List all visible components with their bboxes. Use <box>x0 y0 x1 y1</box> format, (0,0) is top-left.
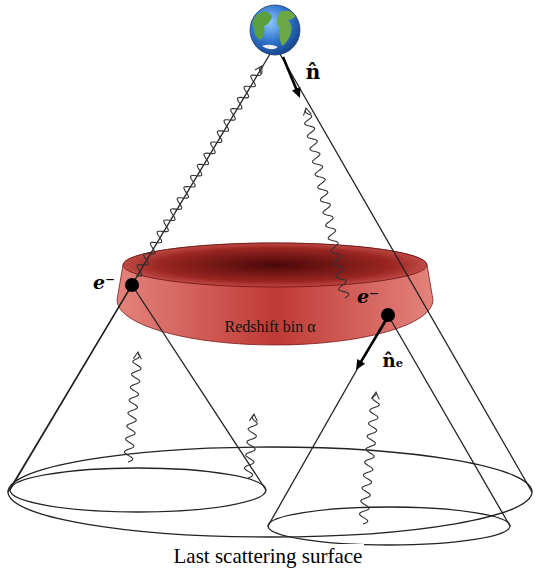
earth-icon <box>250 5 300 55</box>
photon-wave <box>303 108 348 298</box>
cone-edge <box>132 285 266 490</box>
earth-globe <box>250 5 300 55</box>
band-label: Redshift bin α <box>224 318 315 336</box>
electron-label: e⁻ <box>357 285 379 307</box>
cone-edge <box>8 54 270 492</box>
wave-path <box>360 393 380 524</box>
earth-land <box>262 45 278 50</box>
electron-dot <box>125 278 139 292</box>
wave-arrowhead <box>255 66 262 74</box>
direction-arrow <box>356 320 386 370</box>
wave-arrowhead <box>133 352 141 359</box>
cone-lines <box>8 54 532 545</box>
direction-arrow <box>283 57 300 98</box>
small-ellipse <box>268 507 510 545</box>
electron-dot <box>381 308 395 322</box>
wave-arrowhead <box>371 392 379 399</box>
photon-wave <box>136 66 262 276</box>
earth-outline <box>250 5 300 55</box>
direction-symbol: n̂ₑ <box>382 350 403 371</box>
wave-path <box>124 352 141 462</box>
direction-symbol: n̂ <box>306 60 321 84</box>
arrow-shaft <box>360 320 386 363</box>
wave-arrowhead <box>249 414 257 421</box>
arrow-head <box>356 359 365 370</box>
photon-wave <box>124 352 141 462</box>
wave-arrowhead <box>303 108 311 116</box>
band-opening <box>123 243 427 287</box>
redshift-band: Redshift bin α <box>110 238 440 350</box>
arrow-shaft <box>283 57 297 91</box>
band-body <box>117 243 433 345</box>
cone-edge <box>268 315 388 526</box>
photon-wave <box>360 392 380 524</box>
cone-edge <box>10 285 132 490</box>
wave-path <box>244 414 257 478</box>
wave-path <box>136 67 261 277</box>
earth-land <box>277 11 296 46</box>
arrow-head <box>292 87 300 98</box>
cone-edge <box>388 315 510 526</box>
surface-caption: Last scattering surface <box>172 544 365 569</box>
electron-label: e⁻ <box>93 271 115 293</box>
earth-land <box>253 11 272 40</box>
wave-path <box>305 109 349 298</box>
photon-waves <box>124 66 379 524</box>
photon-wave <box>244 414 257 478</box>
small-ellipse <box>10 468 266 512</box>
cone-edge <box>280 54 532 492</box>
